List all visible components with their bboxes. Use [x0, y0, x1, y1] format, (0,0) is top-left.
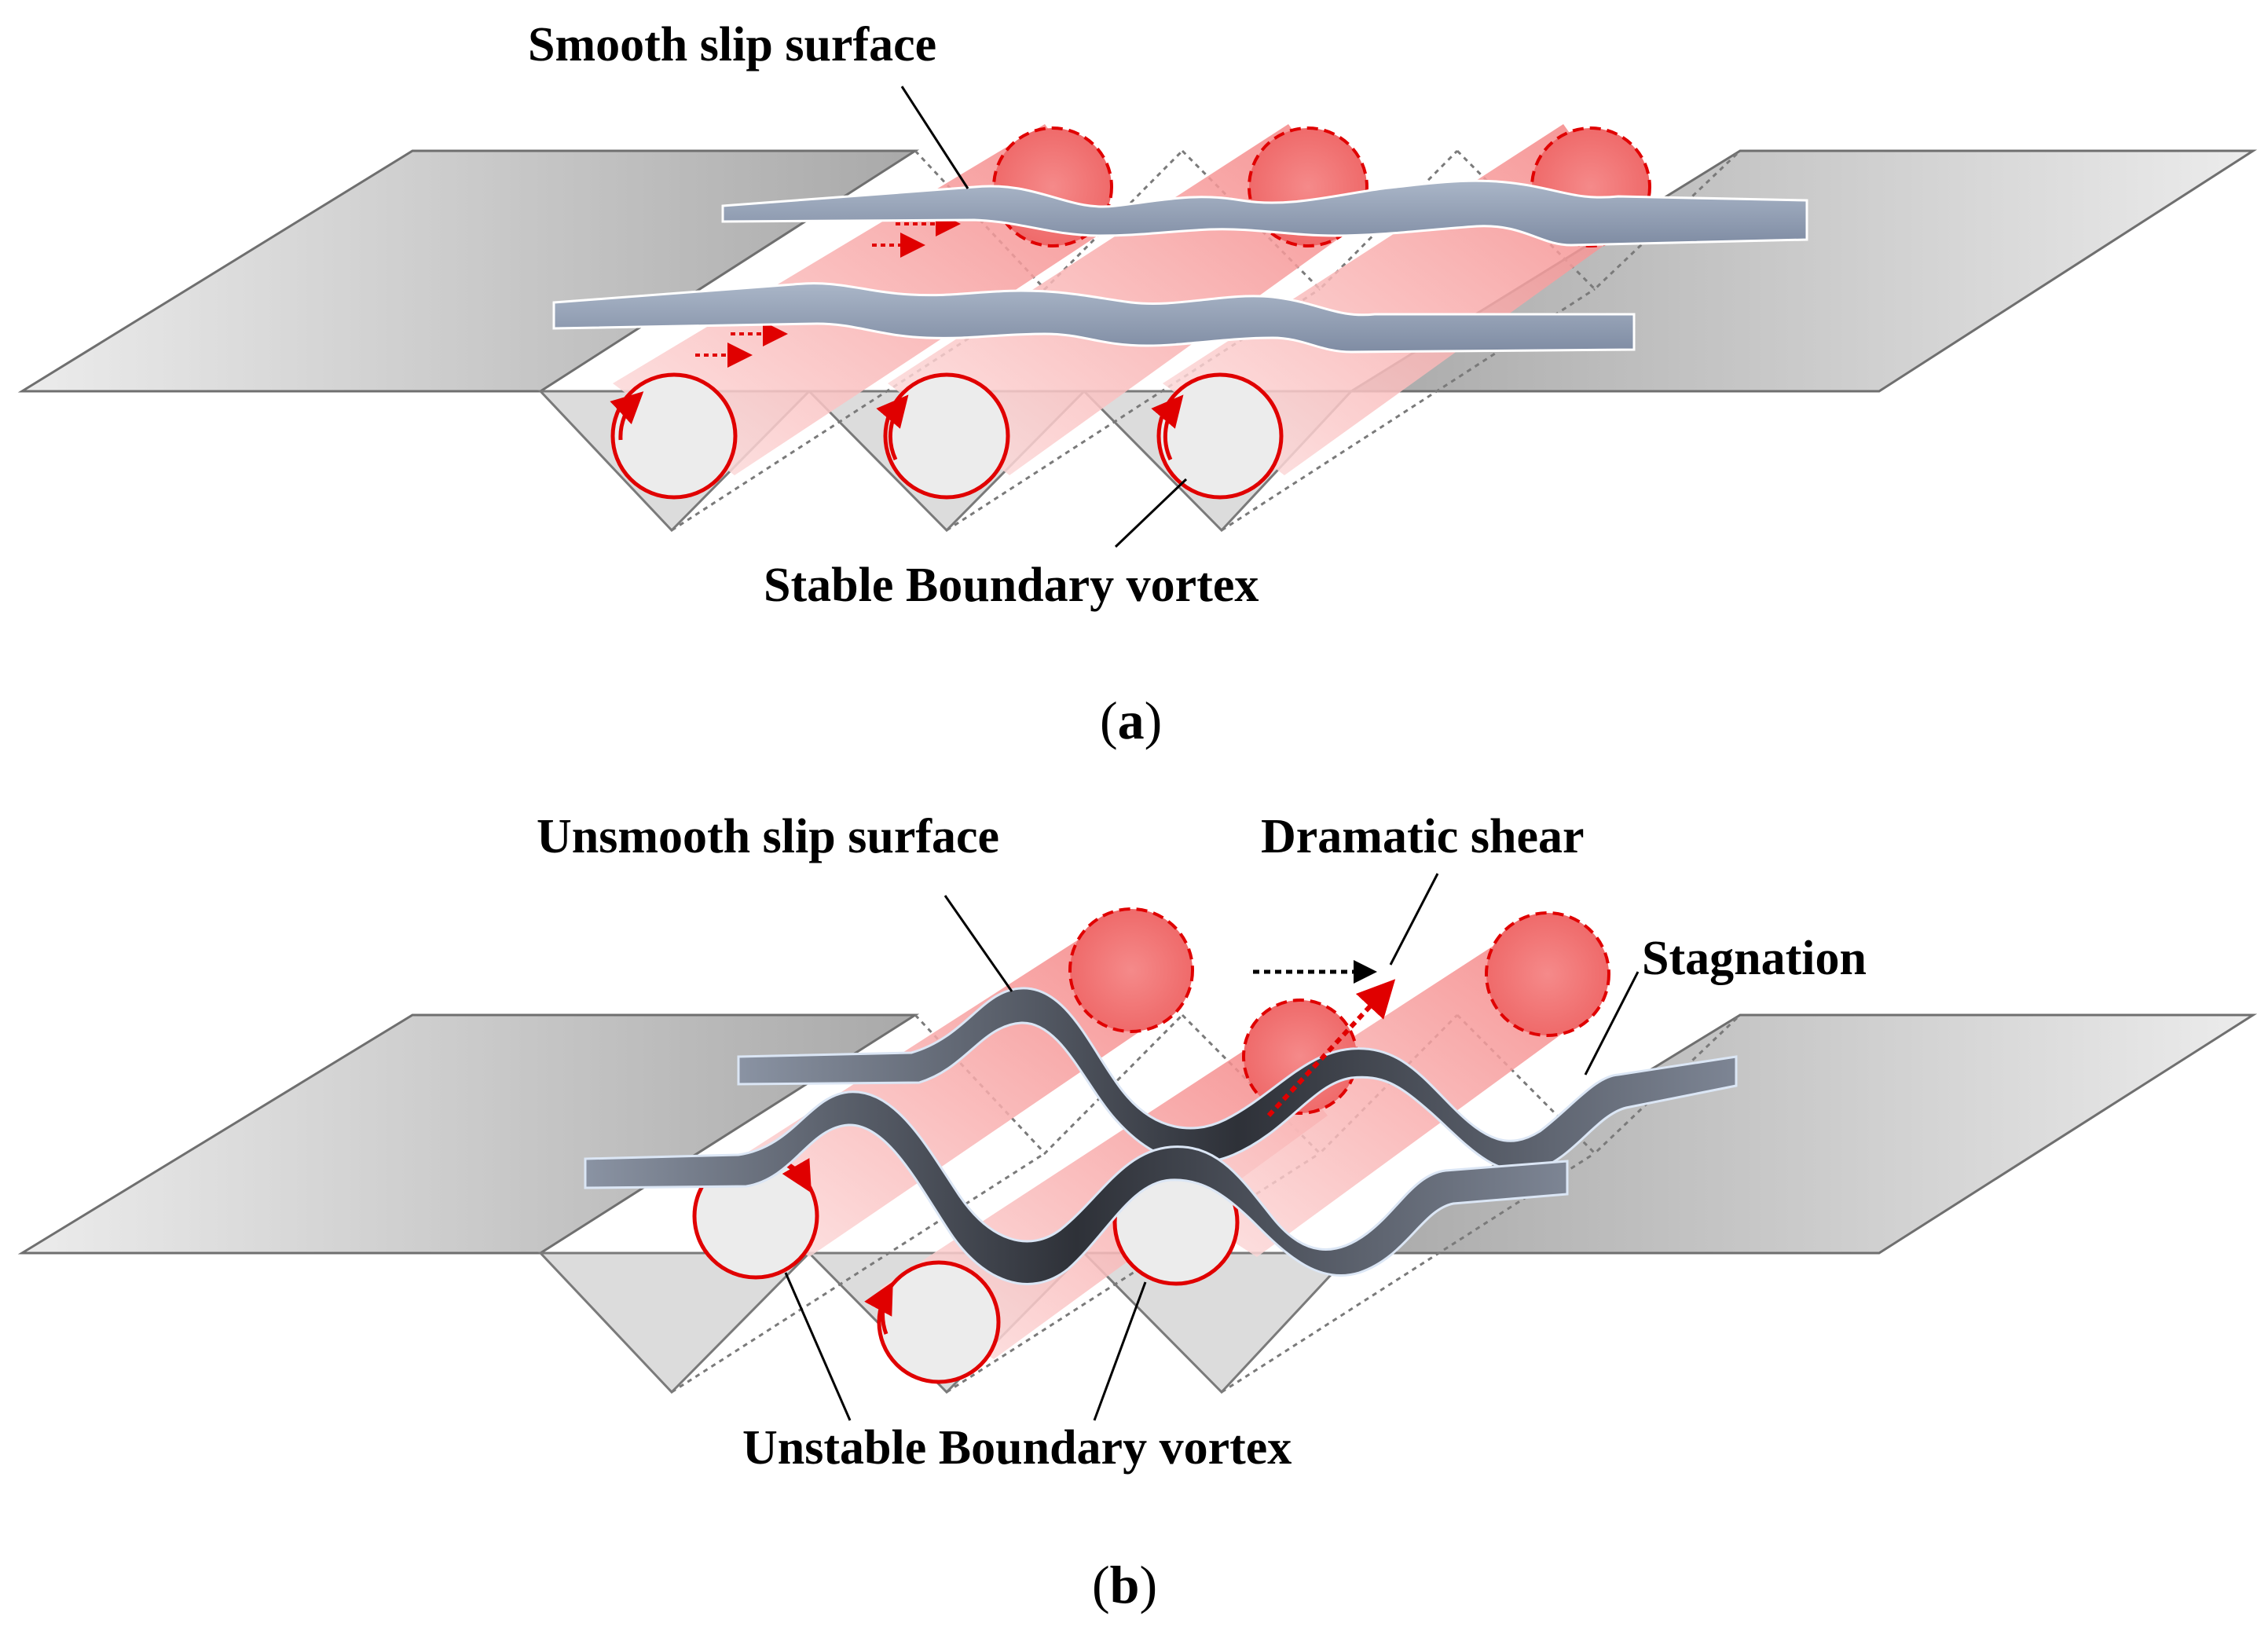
caption-b: (b)	[1092, 1555, 1157, 1614]
label-unstable-boundary-vortex: Unstable Boundary vortex	[742, 1421, 1292, 1475]
vortex-front-cap	[883, 372, 1010, 500]
leader-line	[1093, 1281, 1147, 1421]
label-stable-boundary-vortex: Stable Boundary vortex	[764, 559, 1259, 612]
vortex-front-cap	[1156, 372, 1284, 500]
label-stagnation: Stagnation	[1642, 932, 1867, 985]
flow-arrow-icon	[695, 211, 961, 368]
unsmooth-slip-ribbon	[737, 987, 1738, 1173]
shear-arrow-icon	[1266, 979, 1396, 1118]
vortex-front-cap	[877, 1260, 1001, 1384]
leader-line	[784, 1272, 852, 1421]
unsmooth-slip-ribbon	[584, 1090, 1569, 1285]
label-dramatic-shear: Dramatic shear	[1261, 810, 1584, 863]
rotation-arrow-icon	[876, 394, 909, 461]
smooth-slip-ribbon	[721, 179, 1808, 247]
leader-line	[1114, 478, 1188, 548]
caption-a: (a)	[1100, 691, 1162, 750]
leader-line	[1584, 971, 1640, 1076]
rotation-arrow-icon	[864, 1281, 893, 1335]
leader-line	[900, 86, 969, 189]
vortex-front-cap	[610, 372, 738, 500]
label-unsmooth-slip-surface: Unsmooth slip surface	[537, 810, 999, 863]
smooth-slip-ribbon	[552, 282, 1636, 354]
rotation-arrow-icon	[610, 391, 644, 441]
rotation-arrow-icon	[1151, 394, 1184, 461]
leader-line	[943, 895, 1013, 992]
label-smooth-slip-surface: Smooth slip surface	[528, 18, 936, 71]
vortex-back-cap	[1068, 907, 1194, 1033]
leader-line	[1389, 873, 1439, 966]
panel-b: Unsmooth slip surface Dramatic shear Sta…	[17, 810, 2258, 1614]
panel-a: Smooth slip surface Stable Boundary vort…	[17, 18, 2258, 750]
vortex-back-cap	[1485, 911, 1610, 1037]
